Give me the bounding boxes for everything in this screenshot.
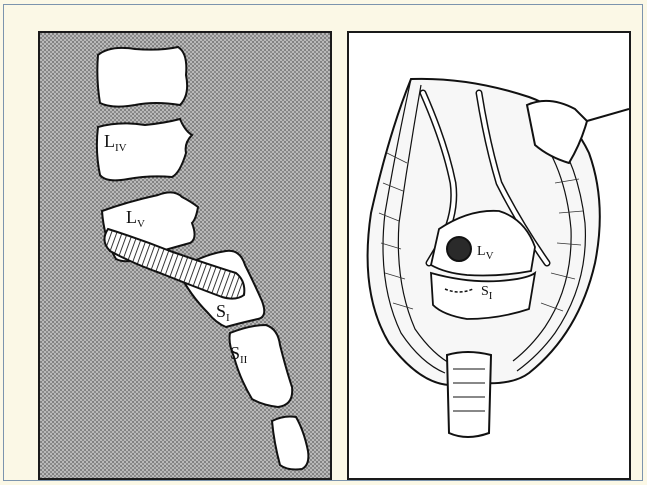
surgical-exposure-panel: LV SI — [347, 31, 631, 480]
disc-hole — [447, 237, 471, 261]
retractor-handle — [587, 109, 629, 121]
vertebra-l3 — [97, 47, 187, 107]
surgical-exposure-svg: LV SI — [349, 33, 629, 478]
spine-radiograph-svg: LIV LV SI SII — [40, 33, 330, 478]
spine-radiograph-panel: LIV LV SI SII — [38, 31, 332, 480]
lower-blade — [447, 352, 491, 437]
figure-frame: LIV LV SI SII — [3, 4, 643, 481]
